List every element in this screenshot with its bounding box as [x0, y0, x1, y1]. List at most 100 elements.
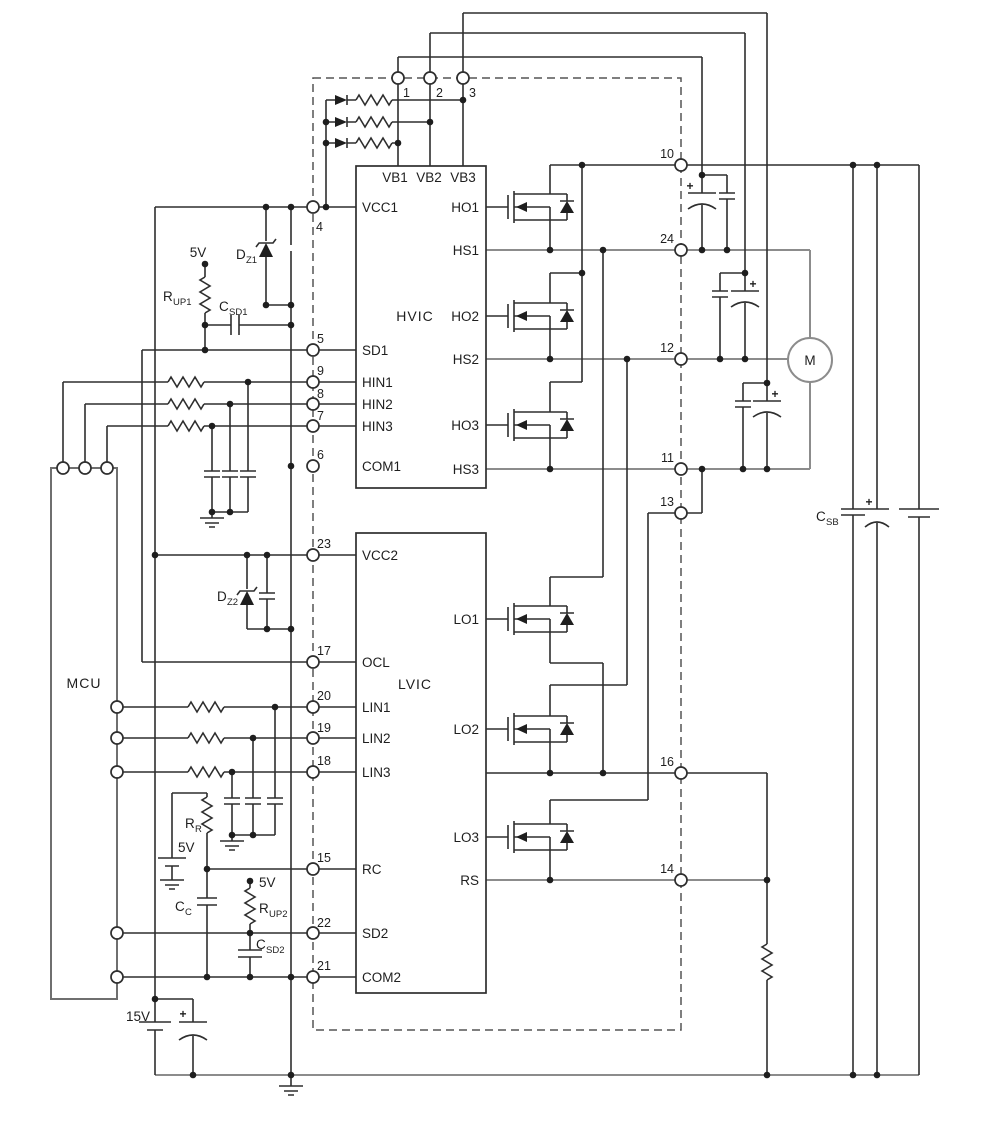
- lvic-pin-lin3: LIN3: [362, 765, 391, 780]
- plus-sign-cap1: +: [686, 179, 693, 193]
- pin-number-10: 10: [660, 147, 674, 161]
- rup2-label: R: [259, 901, 269, 916]
- csd2-sub: SD2: [266, 945, 284, 956]
- plus-sign-15v-cap: +: [179, 1007, 186, 1021]
- junction-dots: [151, 96, 881, 1079]
- lvic-pin-com2: COM2: [362, 970, 401, 985]
- lvic-pin-sd2: SD2: [362, 926, 388, 941]
- hvic-pin-ho3: HO3: [451, 418, 479, 433]
- supply-15v: 15V: [126, 1009, 150, 1024]
- mosfet-lo3: [485, 820, 575, 854]
- pin-number-9: 9: [317, 364, 324, 378]
- pin-number-11: 11: [661, 451, 674, 465]
- ground-icons: [160, 517, 303, 1096]
- pin-number-18: 18: [317, 754, 331, 768]
- pin-number-21: 21: [317, 959, 331, 973]
- mosfet-lo1: [485, 602, 575, 636]
- hvic-label: HVIC: [396, 308, 433, 324]
- csd2-label: C: [256, 937, 266, 952]
- pin-number-7: 7: [317, 409, 324, 423]
- lvic-pin-lin1: LIN1: [362, 700, 391, 715]
- zener-diode-icons: [236, 238, 277, 605]
- hvic-pin-vb2: VB2: [416, 170, 442, 185]
- hvic-pin-vb1: VB1: [382, 170, 408, 185]
- phase-wires: [155, 249, 919, 1076]
- pin-number-19: 19: [317, 721, 331, 735]
- hvic-pin-hs3: HS3: [453, 462, 479, 477]
- polarized-cap-plates: [178, 203, 890, 1041]
- pin-number-13: 13: [660, 495, 674, 509]
- lvic-pin-ocl: OCL: [362, 655, 390, 670]
- plus-sign-dc-cap: +: [865, 495, 872, 509]
- supply-5v-rup1: 5V: [190, 245, 207, 260]
- hvic-pin-hs1: HS1: [453, 243, 479, 258]
- pin-number-4: 4: [316, 220, 323, 234]
- motor-label: M: [804, 353, 815, 368]
- csd1-label: C: [219, 299, 229, 314]
- csd1-sub: SD1: [229, 307, 247, 318]
- dz1-label: D: [236, 247, 246, 262]
- mosfet-ho2: [485, 299, 575, 333]
- mosfet-lo2: [485, 712, 575, 746]
- mcu-box: [50, 467, 118, 1000]
- cc-label: C: [175, 899, 185, 914]
- hvic-pin-ho2: HO2: [451, 309, 479, 324]
- resistors: [167, 93, 774, 981]
- dz2-sub: Z2: [227, 597, 238, 608]
- pin-number-14: 14: [660, 862, 674, 876]
- lvic-pin-vcc2: VCC2: [362, 548, 398, 563]
- rr-label: R: [185, 816, 195, 831]
- pin-number-23: 23: [317, 537, 331, 551]
- pin-number-1: 1: [403, 86, 410, 100]
- lvic-label: LVIC: [398, 676, 432, 692]
- csb-label: C: [816, 509, 826, 524]
- pin-number-12: 12: [660, 341, 674, 355]
- hvic-pin-ho1: HO1: [451, 200, 479, 215]
- pin-number-20: 20: [317, 689, 331, 703]
- supply-5v-rr: 5V: [178, 840, 195, 855]
- mosfet-ho3: [485, 408, 575, 442]
- dz1-sub: Z1: [246, 255, 257, 266]
- plus-sign-cap2: +: [749, 277, 756, 291]
- pin-number-6: 6: [317, 448, 324, 462]
- dz2-label: D: [217, 589, 227, 604]
- rup1-label: R: [163, 289, 173, 304]
- lvic-pin-rs: RS: [460, 873, 479, 888]
- lvic-pin-rc: RC: [362, 862, 382, 877]
- pin-number-22: 22: [317, 916, 331, 930]
- hvic-pin-vcc1: VCC1: [362, 200, 398, 215]
- lvic-pin-lo2: LO2: [453, 722, 479, 737]
- lvic-pin-lin2: LIN2: [362, 731, 391, 746]
- hvic-pin-hs2: HS2: [453, 352, 479, 367]
- supply-5v-rup2: 5V: [259, 875, 276, 890]
- hvic-pin-hin2: HIN2: [362, 397, 393, 412]
- lvic-pin-lo1: LO1: [453, 612, 479, 627]
- rup1-sub: UP1: [173, 297, 191, 308]
- hvic-pin-vb3: VB3: [450, 170, 476, 185]
- hvic-pin-com1: COM1: [362, 459, 401, 474]
- rup2-sub: UP2: [269, 909, 287, 920]
- labels: HVIC VB1 VB2 VB3 VCC1 SD1 HIN1 HIN2 HIN3…: [67, 86, 873, 1024]
- mosfet-ho1: [485, 190, 575, 224]
- plus-sign-cap3: +: [771, 387, 778, 401]
- hvic-box: [355, 165, 487, 489]
- hvic-pin-sd1: SD1: [362, 343, 388, 358]
- pin-number-3: 3: [469, 86, 476, 100]
- wires: [62, 12, 939, 1086]
- pin-number-2: 2: [436, 86, 443, 100]
- cc-sub: C: [185, 907, 192, 918]
- lvic-box: [355, 532, 487, 994]
- pin-terminals: [56, 71, 688, 984]
- pin-number-16: 16: [660, 755, 674, 769]
- mcu-label: MCU: [67, 675, 102, 691]
- rr-sub: R: [195, 824, 202, 835]
- hvic-pin-hin1: HIN1: [362, 375, 393, 390]
- lvic-pin-lo3: LO3: [453, 830, 479, 845]
- hvic-pin-hin3: HIN3: [362, 419, 393, 434]
- motor-icon: [787, 337, 833, 383]
- pin-number-15: 15: [317, 851, 331, 865]
- bootstrap-diode-icons: [335, 95, 348, 148]
- csb-sub: SB: [826, 517, 839, 528]
